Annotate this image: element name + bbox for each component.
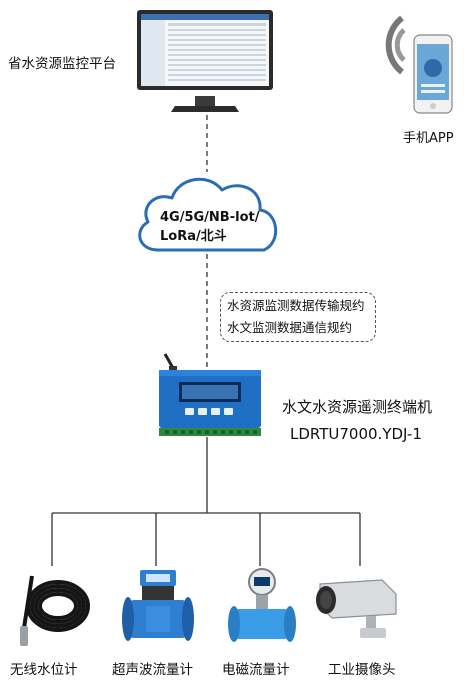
telemetry-terminal-icon <box>159 353 261 436</box>
protocol-line-2: 水文监测数据通信规约 <box>227 320 353 335</box>
industrial-camera-icon <box>316 579 397 638</box>
network-line-1: 4G/5G/NB-lot/ <box>160 210 260 225</box>
protocol-line-1: 水资源监测数据传输规约 <box>227 298 365 313</box>
monitor-icon <box>137 10 273 112</box>
smartphone-icon <box>413 34 453 114</box>
platform-label: 省水资源监控平台 <box>8 56 116 72</box>
sensor-label-camera: 工业摄像头 <box>328 662 396 678</box>
wifi-signal-icon <box>385 15 406 75</box>
cable-water-level-sensor-icon <box>20 575 90 646</box>
sensor-label-ultrasonic: 超声波流量计 <box>112 662 193 678</box>
mobile-app-label: 手机APP <box>403 131 454 146</box>
sensor-label-electromagnetic: 电磁流量计 <box>222 662 290 678</box>
ultrasonic-flowmeter-icon <box>122 570 194 641</box>
terminal-model: LDRTU7000.YDJ-1 <box>290 425 422 443</box>
network-line-2: LoRa/北斗 <box>160 229 227 244</box>
electromagnetic-flowmeter-icon <box>228 568 296 642</box>
protocol-box: 水资源监测数据传输规约 水文监测数据通信规约 <box>220 292 376 342</box>
terminal-name: 水文水资源遥测终端机 <box>282 398 433 416</box>
sensor-label-water-level: 无线水位计 <box>10 662 78 678</box>
cloud-icon <box>138 177 278 252</box>
network-label: 4G/5G/NB-lot/ LoRa/北斗 <box>160 208 310 246</box>
